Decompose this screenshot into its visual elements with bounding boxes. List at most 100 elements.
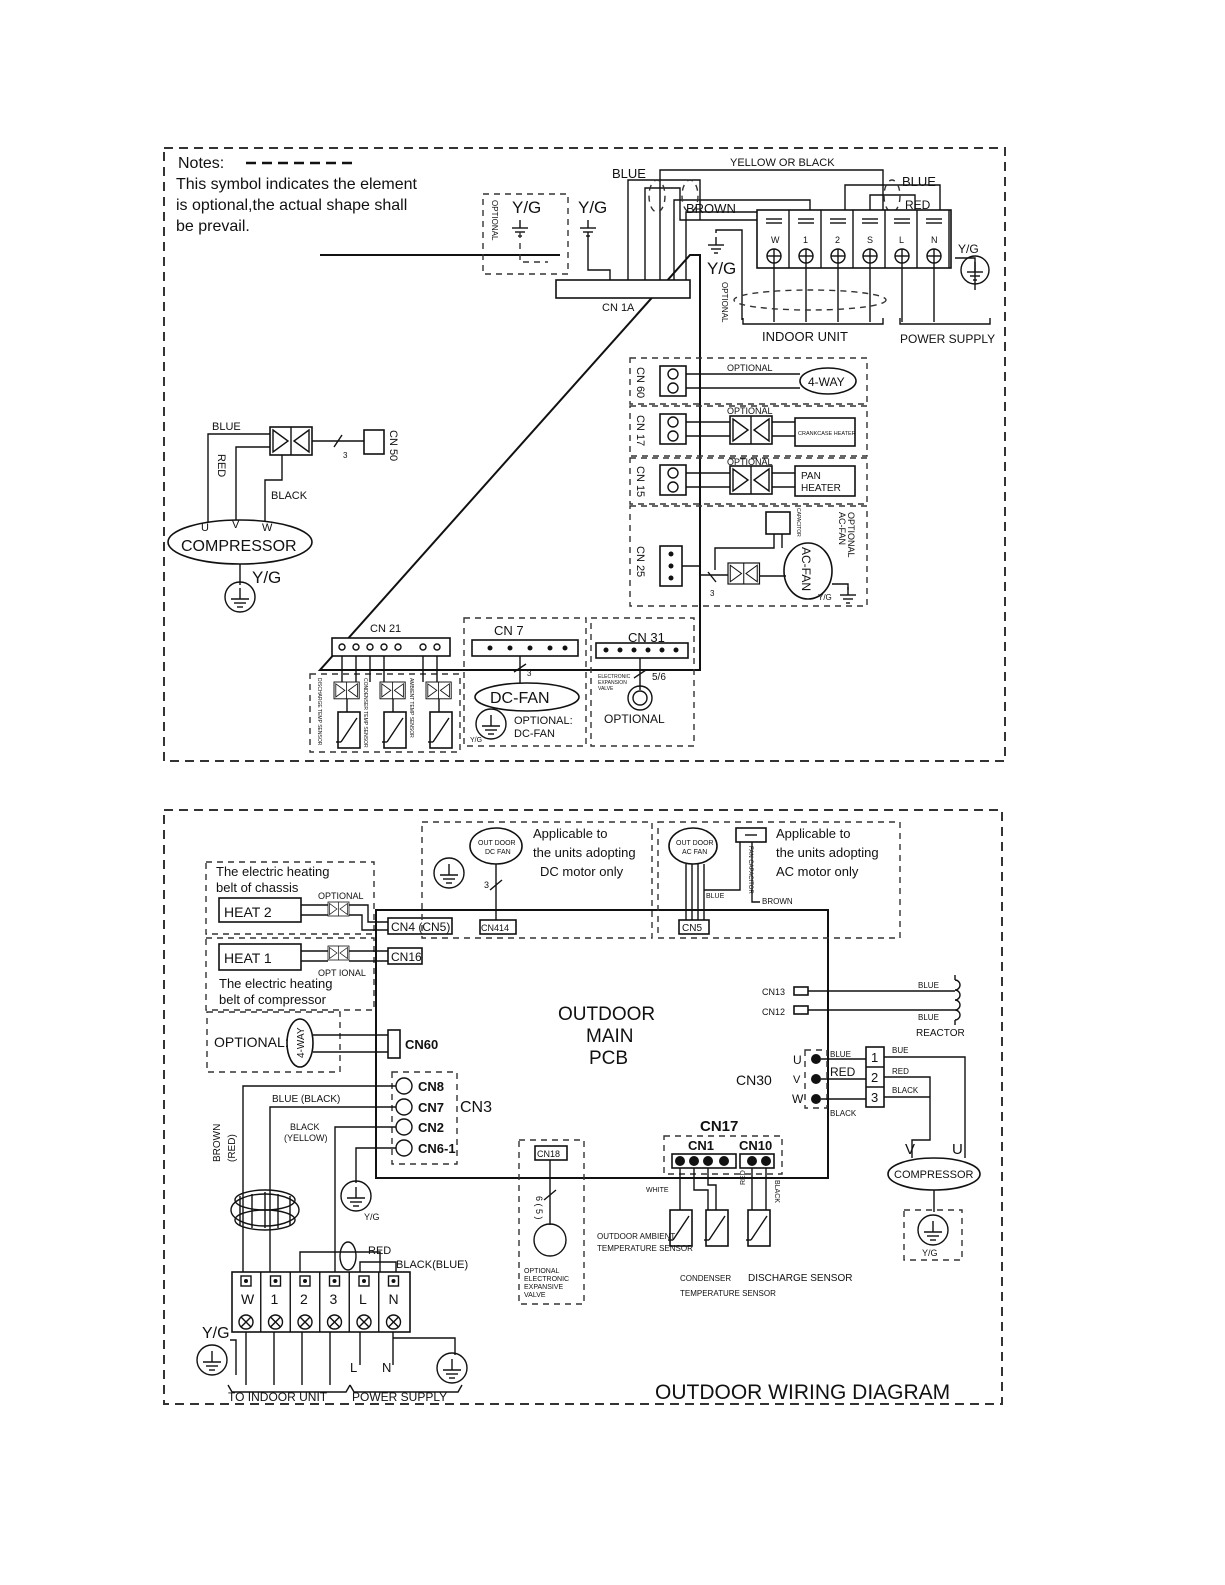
ground-wire — [955, 257, 976, 290]
optional-label: OPTIONAL — [318, 891, 364, 901]
cn7-connector — [471, 639, 579, 657]
sensor-box — [309, 673, 461, 753]
cn4-connector — [387, 917, 453, 935]
cn17-label: CN 17 — [634, 415, 646, 446]
terminal-screw-icon — [798, 248, 814, 264]
top-main-board — [317, 254, 701, 671]
twist-marker — [648, 179, 666, 213]
bottom-wiring-diagram: OUTDOOR MAIN PCB The electric heating be… — [163, 809, 1003, 1405]
brown-red-2: (RED) — [227, 1134, 238, 1162]
opt-valve-3: EXPANSIVE — [524, 1284, 563, 1291]
cn18-connector — [534, 1145, 568, 1161]
ground-icon — [433, 857, 465, 889]
compressor-wire-blue — [207, 433, 270, 527]
cn12-label: CN12 — [762, 1007, 785, 1017]
comp-yg: Y/G — [922, 1248, 938, 1258]
blue-black-label: BLUE (BLACK) — [272, 1094, 340, 1105]
ground-icon — [436, 1352, 468, 1384]
optional-ground-box — [482, 193, 569, 275]
notes-title: Notes: — [178, 155, 224, 172]
reactor-blue-2: BLUE — [918, 1013, 939, 1022]
comp-black: BLACK — [892, 1086, 919, 1095]
cn50-connector — [363, 429, 385, 455]
crankcase-heater — [794, 417, 856, 447]
terminal-label: L — [359, 1291, 367, 1307]
ground-wire-dashed — [519, 232, 548, 263]
crankcase-heater-label: CRANKCASE HEATER — [798, 431, 856, 437]
relay-icon — [729, 465, 773, 495]
term-1: 1 — [871, 1050, 878, 1065]
dc-fan-applicable-box — [421, 821, 653, 939]
cn414-connector — [479, 919, 517, 935]
comp-u: U — [952, 1141, 963, 1158]
cn3-box — [391, 1071, 458, 1165]
relay-icon — [327, 901, 350, 917]
condenser-1: CONDENSER — [680, 1274, 731, 1283]
optional-label: OPTIONAL — [727, 406, 773, 416]
cn60-label: CN 60 — [634, 367, 646, 398]
cn12-connector — [793, 1005, 809, 1015]
optional-dc-fan-1: OPTIONAL: — [514, 715, 573, 727]
ground-icon — [839, 586, 857, 604]
compressor-label: COMPRESSOR — [181, 538, 297, 555]
optional-label: OPTIONAL — [727, 363, 773, 373]
yg-label-2: Y/G — [578, 198, 607, 217]
applicable-dc-1: Applicable to — [533, 826, 607, 841]
ground-wire — [587, 232, 611, 280]
expansion-valve-icon — [627, 685, 653, 711]
cn3-label: CN3 — [460, 1099, 492, 1116]
yg-terminal-label: Y/G — [202, 1325, 230, 1342]
cn60-connector — [387, 1029, 401, 1059]
discharge-sensor-label: DISCHARGE SENSOR — [748, 1273, 852, 1284]
thermistor-icon — [427, 711, 453, 749]
label-blue-2: BLUE — [902, 174, 936, 189]
cn18-label: CN18 — [537, 1149, 560, 1159]
applicable-ac-2: the units adopting — [776, 845, 879, 860]
ground-icon — [960, 255, 990, 285]
pan-heater — [794, 465, 856, 497]
heat-belt-chassis-box — [205, 861, 375, 935]
cn21-connector — [331, 637, 451, 657]
wire-yellow-black — [659, 169, 884, 280]
power-supply-bracket — [899, 318, 991, 325]
applicable-ac-3: AC motor only — [776, 864, 859, 879]
ground-icon — [707, 236, 725, 254]
wire-blue — [627, 179, 701, 280]
four-way-valve — [799, 367, 857, 395]
yg-label-compressor: Y/G — [252, 568, 281, 587]
opt-valve-2: ELECTRONIC — [524, 1276, 569, 1283]
cn30-u: U — [793, 1053, 802, 1067]
yg-small: Y/G — [470, 737, 482, 744]
relay-icon — [327, 945, 350, 961]
discharge-sensor-icon — [745, 1209, 771, 1247]
wire-count-3: 3 — [710, 589, 715, 598]
relay-icon — [269, 426, 313, 456]
outdoor-ac-fan — [668, 827, 718, 865]
relay-icon — [425, 681, 452, 700]
wire-1 — [673, 199, 811, 280]
terminal-label: 1 — [271, 1291, 279, 1307]
twist-marker — [681, 179, 699, 213]
dc-fan-motor — [474, 682, 580, 712]
bottom-terminal-block — [231, 1271, 411, 1333]
to-indoor-unit-label: TO INDOOR UNIT — [228, 1390, 328, 1404]
notes-line-1: This symbol indicates the element — [176, 176, 418, 193]
cn18-optional-box — [518, 1139, 585, 1305]
four-way-valve — [286, 1018, 314, 1068]
wire-blue-L — [844, 184, 941, 210]
terminal-label: 2 — [300, 1291, 308, 1307]
cn13-label: CN13 — [762, 987, 785, 997]
opt-valve-1: OPTIONAL — [524, 1268, 560, 1275]
four-way-label: 4-WAY — [296, 1027, 307, 1058]
terminal-screw-icon — [926, 248, 942, 264]
terminal-label: N — [931, 235, 938, 245]
applicable-dc-3: DC motor only — [540, 864, 624, 879]
fan-capacitor-label: FAN CAPACITOR — [747, 846, 753, 894]
optional-ground-wire — [715, 229, 743, 320]
cn31-optional-box — [590, 617, 695, 747]
optional-vertical-label: OPTIONAL — [490, 200, 499, 241]
w-label: W — [262, 522, 273, 534]
cn6-1-label: CN6-1 — [418, 1141, 456, 1156]
